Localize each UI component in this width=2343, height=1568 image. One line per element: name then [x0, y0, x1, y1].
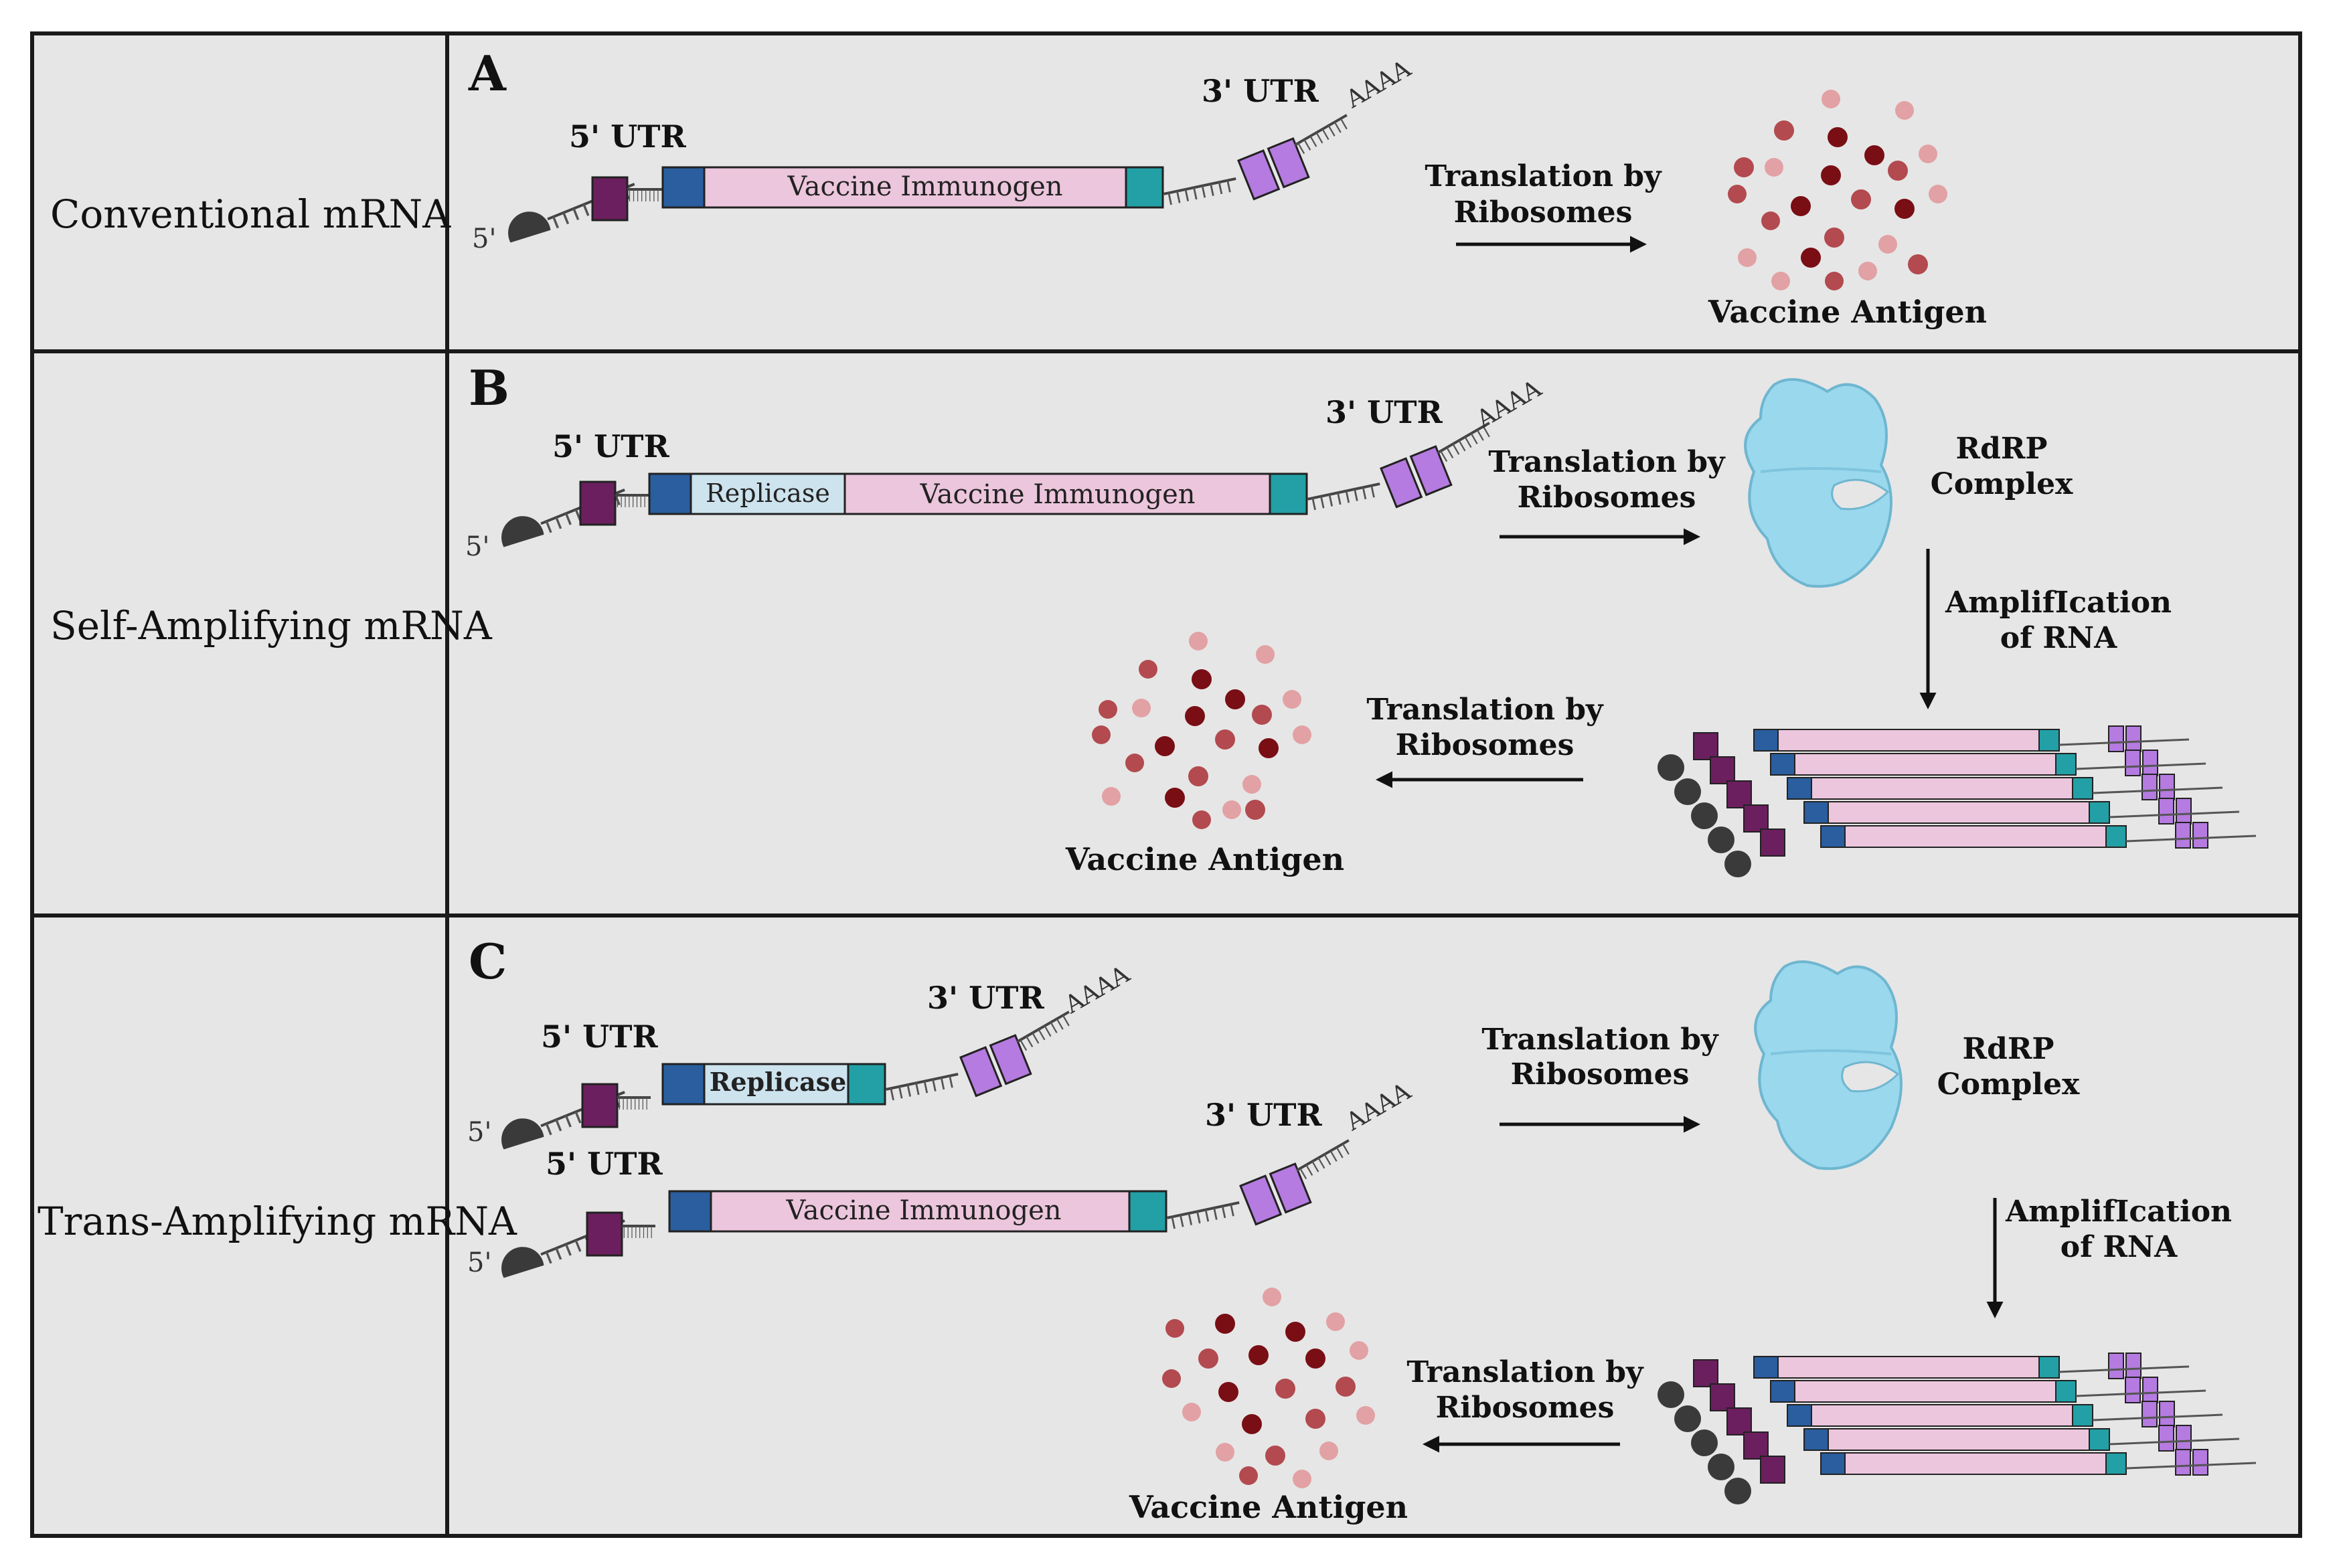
utr3-label: 3' UTR: [1202, 73, 1319, 109]
arrow2-label-line1: Translation by: [1366, 693, 1604, 727]
start-codon-box: [661, 1063, 706, 1106]
coding-label: Vaccine Immunogen: [785, 1195, 1061, 1226]
arrow-label-line1: Translation by: [1481, 1023, 1719, 1057]
five-prime-label: 5': [467, 1247, 491, 1278]
amplification-label-line1: AmplifIcation: [2005, 1195, 2232, 1229]
antigen-cluster: [1162, 1288, 1375, 1488]
utr3-element: [959, 1034, 1032, 1098]
antigen-label: Vaccine Antigen: [1129, 1489, 1408, 1525]
utr5-label-b: 5' UTR: [546, 1146, 663, 1182]
utr3-element: [1239, 1162, 1312, 1226]
replicase-label: Replicase: [710, 1067, 847, 1097]
arrow2-label-line1: Translation by: [1406, 1355, 1644, 1389]
rdrp-label-line1: RdRP: [1963, 1032, 2054, 1066]
panel-letter-c: C: [469, 933, 507, 990]
row-label-conventional: Conventional mRNA: [50, 191, 451, 237]
antigen-cluster: [1728, 90, 1947, 290]
stop-codon-box: [847, 1063, 886, 1106]
amplified-rna-stack: [1658, 1353, 2257, 1504]
arrow-label-line2: Ribosomes: [1454, 195, 1633, 230]
utr5-label: 5' UTR: [552, 428, 669, 464]
arrow-label-line1: Translation by: [1488, 445, 1726, 479]
utr5-label: 5' UTR: [569, 118, 686, 155]
rdrp-label-line1: RdRP: [1956, 432, 2048, 466]
coding-region: [710, 1190, 1131, 1233]
antigen-cluster: [1092, 632, 1311, 829]
start-codon-box: [661, 166, 706, 209]
panel-b: B 5' 5' UTR Replicase Vaccine Immunogen …: [465, 359, 2257, 877]
amplification-label-line2: of RNA: [2000, 621, 2117, 655]
arrow2-label-line2: Ribosomes: [1396, 728, 1574, 762]
panel-a: A 5' 5' UTR Vaccine Immunogen 3' UTR AAA…: [468, 45, 1987, 330]
stop-codon-box: [1128, 1190, 1167, 1233]
stop-codon-box: [1269, 472, 1308, 515]
panel-letter-a: A: [468, 45, 507, 102]
amplified-rna-stack: [1658, 725, 2257, 877]
start-codon-box: [648, 472, 692, 515]
five-prime-label: 5': [472, 224, 496, 254]
conventional-mrna-construct: [508, 113, 1354, 243]
coding-label: Vaccine Immunogen: [919, 479, 1195, 510]
arrow2-label-line2: Ribosomes: [1436, 1391, 1615, 1425]
utr3-label-a: 3' UTR: [927, 980, 1044, 1016]
rdrp-complex-icon: [1754, 960, 1903, 1170]
start-codon-box: [668, 1190, 712, 1233]
self-amplifying-mrna-construct: [501, 421, 1497, 547]
panel-c: C 5' 5' UTR Replicase 3' UTR AAAA: [467, 933, 2257, 1525]
utr3-label-b: 3' UTR: [1205, 1097, 1322, 1133]
arrow-label-line2: Ribosomes: [1511, 1057, 1690, 1092]
five-prime-label: 5': [465, 531, 489, 562]
arrow-label-line2: Ribosomes: [1518, 481, 1696, 515]
antigen-label: Vaccine Antigen: [1065, 841, 1344, 877]
utr3-element: [1237, 137, 1310, 201]
amplification-label-line1: AmplifIcation: [1945, 586, 2172, 620]
utr3-label: 3' UTR: [1325, 394, 1443, 430]
stop-codon-box: [1125, 166, 1164, 209]
replicase-region: [703, 1063, 850, 1106]
coding-region: [843, 472, 1271, 515]
coding-label: Vaccine Immunogen: [787, 171, 1062, 202]
antigen-label: Vaccine Antigen: [1708, 294, 1987, 330]
amplification-label-line2: of RNA: [2061, 1230, 2178, 1264]
utr3-element: [1380, 445, 1453, 509]
arrow-label-line1: Translation by: [1425, 159, 1662, 193]
immunogen-mrna-construct: [501, 1138, 1356, 1278]
replicase-region: [690, 472, 846, 515]
utr5-element: [581, 1083, 619, 1128]
row-label-trans-amplifying: Trans-Amplifying mRNA: [37, 1199, 517, 1244]
replicase-mrna-construct: [501, 1010, 1076, 1150]
rdrp-label-line2: Complex: [1931, 467, 2073, 501]
row-label-self-amplifying: Self-Amplifying mRNA: [50, 603, 493, 648]
coding-region: [703, 166, 1127, 209]
panel-letter-b: B: [469, 359, 509, 416]
utr5-element: [579, 481, 617, 526]
rdrp-label-line2: Complex: [1937, 1067, 2080, 1102]
rdrp-complex-icon: [1744, 378, 1892, 588]
utr5-element: [591, 176, 629, 222]
replicase-label: Replicase: [706, 478, 830, 508]
utr5-label-a: 5' UTR: [541, 1019, 658, 1055]
utr5-element: [586, 1211, 623, 1257]
five-prime-label: 5': [467, 1117, 491, 1148]
